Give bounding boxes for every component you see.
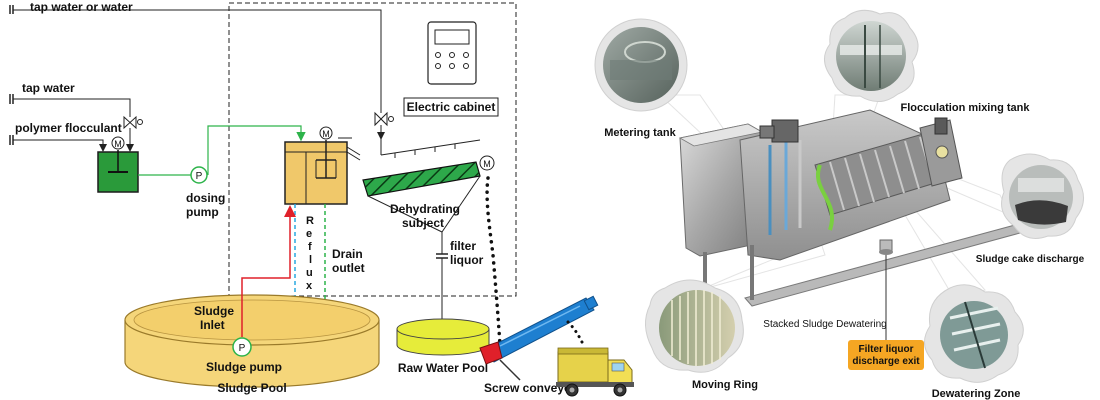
flocculation-mixing-tank-detail [824,9,919,102]
sludge-pool-label: Sludge Pool [217,381,286,395]
dosing-pump-label: dosing [186,191,225,205]
electric-cabinet-box [403,97,499,117]
svg-text:R: R [306,215,314,227]
moving-ring-label: Moving Ring [692,379,758,391]
sludge-inlet-label: Sludge [194,304,234,318]
svg-text:e: e [306,228,312,240]
dehydrating-subject-label: Dehydrating [390,202,460,216]
svg-text:M: M [483,159,491,169]
svg-text:u: u [306,267,313,279]
polymer-flocculant-label: polymer flocculant [15,121,122,135]
sludge-cake-dots [485,176,502,347]
conveyor-dots [566,320,586,348]
dosing-pump-icon: P [190,166,208,184]
electric-cabinet-icon [427,21,477,85]
sludge-pump-label: Sludge pump [206,360,282,374]
machine-boundary [228,2,517,297]
filter-liquor-label-2: liquor [450,253,484,267]
dosing-green-line [207,125,306,175]
sludge-inlet-label-2: Inlet [200,318,225,332]
flocculant-tank: M [97,136,139,193]
dewatering-machine-photo [678,109,1021,307]
stacked-sludge-dewatering-label: Stacked Sludge Dewatering [763,319,886,330]
moving-ring-detail [645,279,744,373]
reflux-label: R e f l u x [306,215,314,292]
svg-text:M: M [114,139,122,149]
metering-tank-label: Metering tank [604,127,676,139]
dosing-pump-label-2: pump [186,205,219,219]
truck-icon [556,347,634,397]
polymer-flocculant-line [9,135,107,152]
svg-text:M: M [322,129,330,139]
svg-text:P: P [196,171,203,182]
tap-water-label: tap water [22,81,75,95]
sludge-pump-icon: P [232,337,252,357]
raw-water-pool [396,318,490,356]
filter-liquor-exit-label-2: discharge exit [852,356,920,367]
screw-conveyor-icon [479,295,599,381]
svg-text:P: P [239,343,246,354]
flocculation-mixing-tank-label: Flocculation mixing tank [901,102,1031,114]
dewatering-zone-detail [924,284,1024,383]
drain-outlet-label-2: outlet [332,261,365,275]
svg-text:x: x [306,280,313,292]
sludge-pool [124,294,380,388]
sludge-feed-line [241,205,296,337]
filter-liquor-exit-badge [848,340,924,370]
raw-water-pool-label: Raw Water Pool [398,361,488,375]
dewatering-zone-label: Dewatering Zone [932,388,1021,400]
tap-water-or-water-line [9,5,385,140]
electric-cabinet-label: Electric cabinet [407,100,496,114]
dehydrating-subject-label-2: subject [402,216,444,230]
svg-text:l: l [309,254,312,266]
sludge-cake-discharge-detail [1001,153,1084,239]
filter-liquor-exit-label: Filter liquor [859,344,914,355]
spray-bar [380,138,481,158]
filter-liquor-label: filter [450,239,476,253]
metering-tank-detail [594,18,688,112]
screw-conveyor-label: Screw conveyor [484,381,576,395]
drain-outlet-label: Drain [332,247,363,261]
sludge-cake-discharge-label: Sludge cake discharge [976,254,1085,265]
dewatering-screw: M [362,155,495,233]
tap-water-or-water-label: tap water or water [30,0,133,14]
valve-icon [374,111,394,127]
flocculation-tank: M [284,126,361,205]
svg-text:f: f [308,241,312,253]
tap-water-line [9,94,143,152]
